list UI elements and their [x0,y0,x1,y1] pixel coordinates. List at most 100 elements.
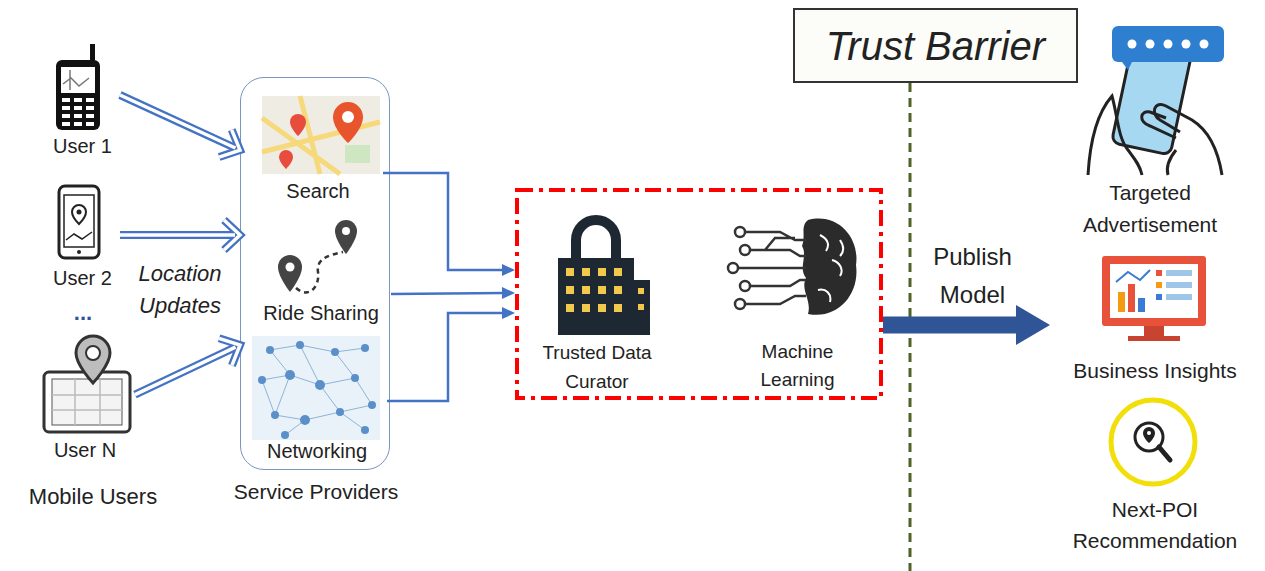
node-label: Next-POI Recommendation [1060,494,1250,556]
brain-circuit-icon [818,235,843,302]
brain-circuit-icon [740,245,750,255]
smartphone-icon [66,232,92,240]
arrow-shaft [883,316,1020,333]
smartphone-icon [72,205,86,224]
dashed-outline [517,190,881,398]
ride-route-image [342,227,350,235]
arrow-head [502,264,515,276]
network-graph-image [285,370,295,380]
flow-arrow [883,305,1050,345]
network-graph-image [281,431,289,439]
arrow-shaft [135,347,235,395]
group-caption: Mobile Users [13,483,173,511]
application-item: Targeted Advertisement [1050,5,1250,241]
monitor-chart-icon [1138,298,1145,312]
secure-building-icon [558,258,650,335]
smartphone-icon [59,186,99,258]
network-graph-image [351,374,359,382]
arrow-shaft [120,95,235,148]
map-search-image [342,111,354,123]
service-item: Search [253,91,383,203]
curator-zone: Trusted Data Curator Machine Learning [515,188,883,400]
arrow-shaft [120,231,235,239]
map-search-image [279,150,293,169]
network-graph-image [296,341,304,349]
feature-phone-icon [56,44,100,130]
phone-rating-icon [1142,105,1222,175]
monitor-chart-icon [1110,264,1198,318]
service-item: Ride Sharing [251,213,391,325]
arrow-head [219,338,240,365]
ellipsis-mark: ... [53,300,113,326]
ride-route-image [296,252,343,292]
map-search-image [262,96,380,174]
monitor-chart-icon [1144,326,1164,336]
smartphone-icon [77,210,82,215]
tablet-icon [76,336,110,383]
arrow-head [224,220,240,250]
map-search-image [290,114,306,136]
dashed-outline [515,188,883,400]
flow-arrow [135,338,240,394]
network-graph-image [300,415,310,425]
trust-barrier-line [909,83,912,571]
user-device: User 1 [45,38,120,158]
smartphone-icon [77,250,81,254]
arrow-shaft [120,233,235,237]
poi-search-icon [1111,400,1195,484]
application-item: Business Insights [1050,250,1260,385]
monitor-chart-icon [1156,294,1162,300]
flow-note: Location Updates [125,258,235,322]
network-graph-image [266,346,274,354]
network-graph-image [262,345,372,435]
monitor-chart-icon [1102,256,1206,341]
brain-circuit-icon [728,263,738,273]
flow-arrow [120,95,240,157]
monitor-chart-icon [1156,270,1162,276]
smartphone-icon [59,186,99,258]
arrow-head [224,220,240,250]
monitor-chart-icon [1166,282,1192,288]
arrow-head [219,130,240,157]
node-label: Networking [247,439,387,463]
curator-node: Trusted Data Curator [537,208,657,396]
arrow-head [502,287,515,299]
tablet-icon [44,336,130,432]
phone-rating-icon [1112,26,1224,62]
arrow-head [219,130,240,157]
ml-node: Machine Learning [740,208,855,394]
flow-arrow [387,307,515,401]
ride-route-image [286,263,295,272]
phone-rating-icon [1122,62,1132,70]
node-label: User 1 [45,134,120,158]
secure-building-icon [576,220,616,262]
node-label: Service Providers [211,479,421,505]
arrow-head [219,338,240,365]
monitor-chart-icon [1102,256,1206,326]
network-graph-image [258,376,266,384]
tablet-icon [52,379,122,425]
node-label: Machine Learning [740,338,855,394]
feature-phone-icon [63,70,89,90]
network-graph-image [361,344,369,352]
poi-search-icon [1143,427,1155,443]
arrow-shaft [135,347,235,395]
node-label: Trusted Data Curator [537,338,657,396]
phone-rating-icon [1146,40,1155,49]
network-graph-image [331,348,339,356]
network-graph-image [252,336,380,440]
phone-rating-icon [1088,96,1142,175]
monitor-chart-icon [1166,270,1192,276]
phone-rating-icon [1128,40,1137,49]
application-item: Next-POI Recommendation [1060,392,1250,556]
flow-arrow [383,173,515,276]
brain-circuit-icon [740,281,750,291]
phone-rating-icon [1164,40,1173,49]
node-label: Trust Barrier [795,22,1076,70]
brain-circuit-icon [728,219,856,315]
ride-route-image [278,220,357,292]
map-search-image [333,102,363,143]
arrow-shaft [383,173,504,270]
service-item: Networking [247,331,387,463]
